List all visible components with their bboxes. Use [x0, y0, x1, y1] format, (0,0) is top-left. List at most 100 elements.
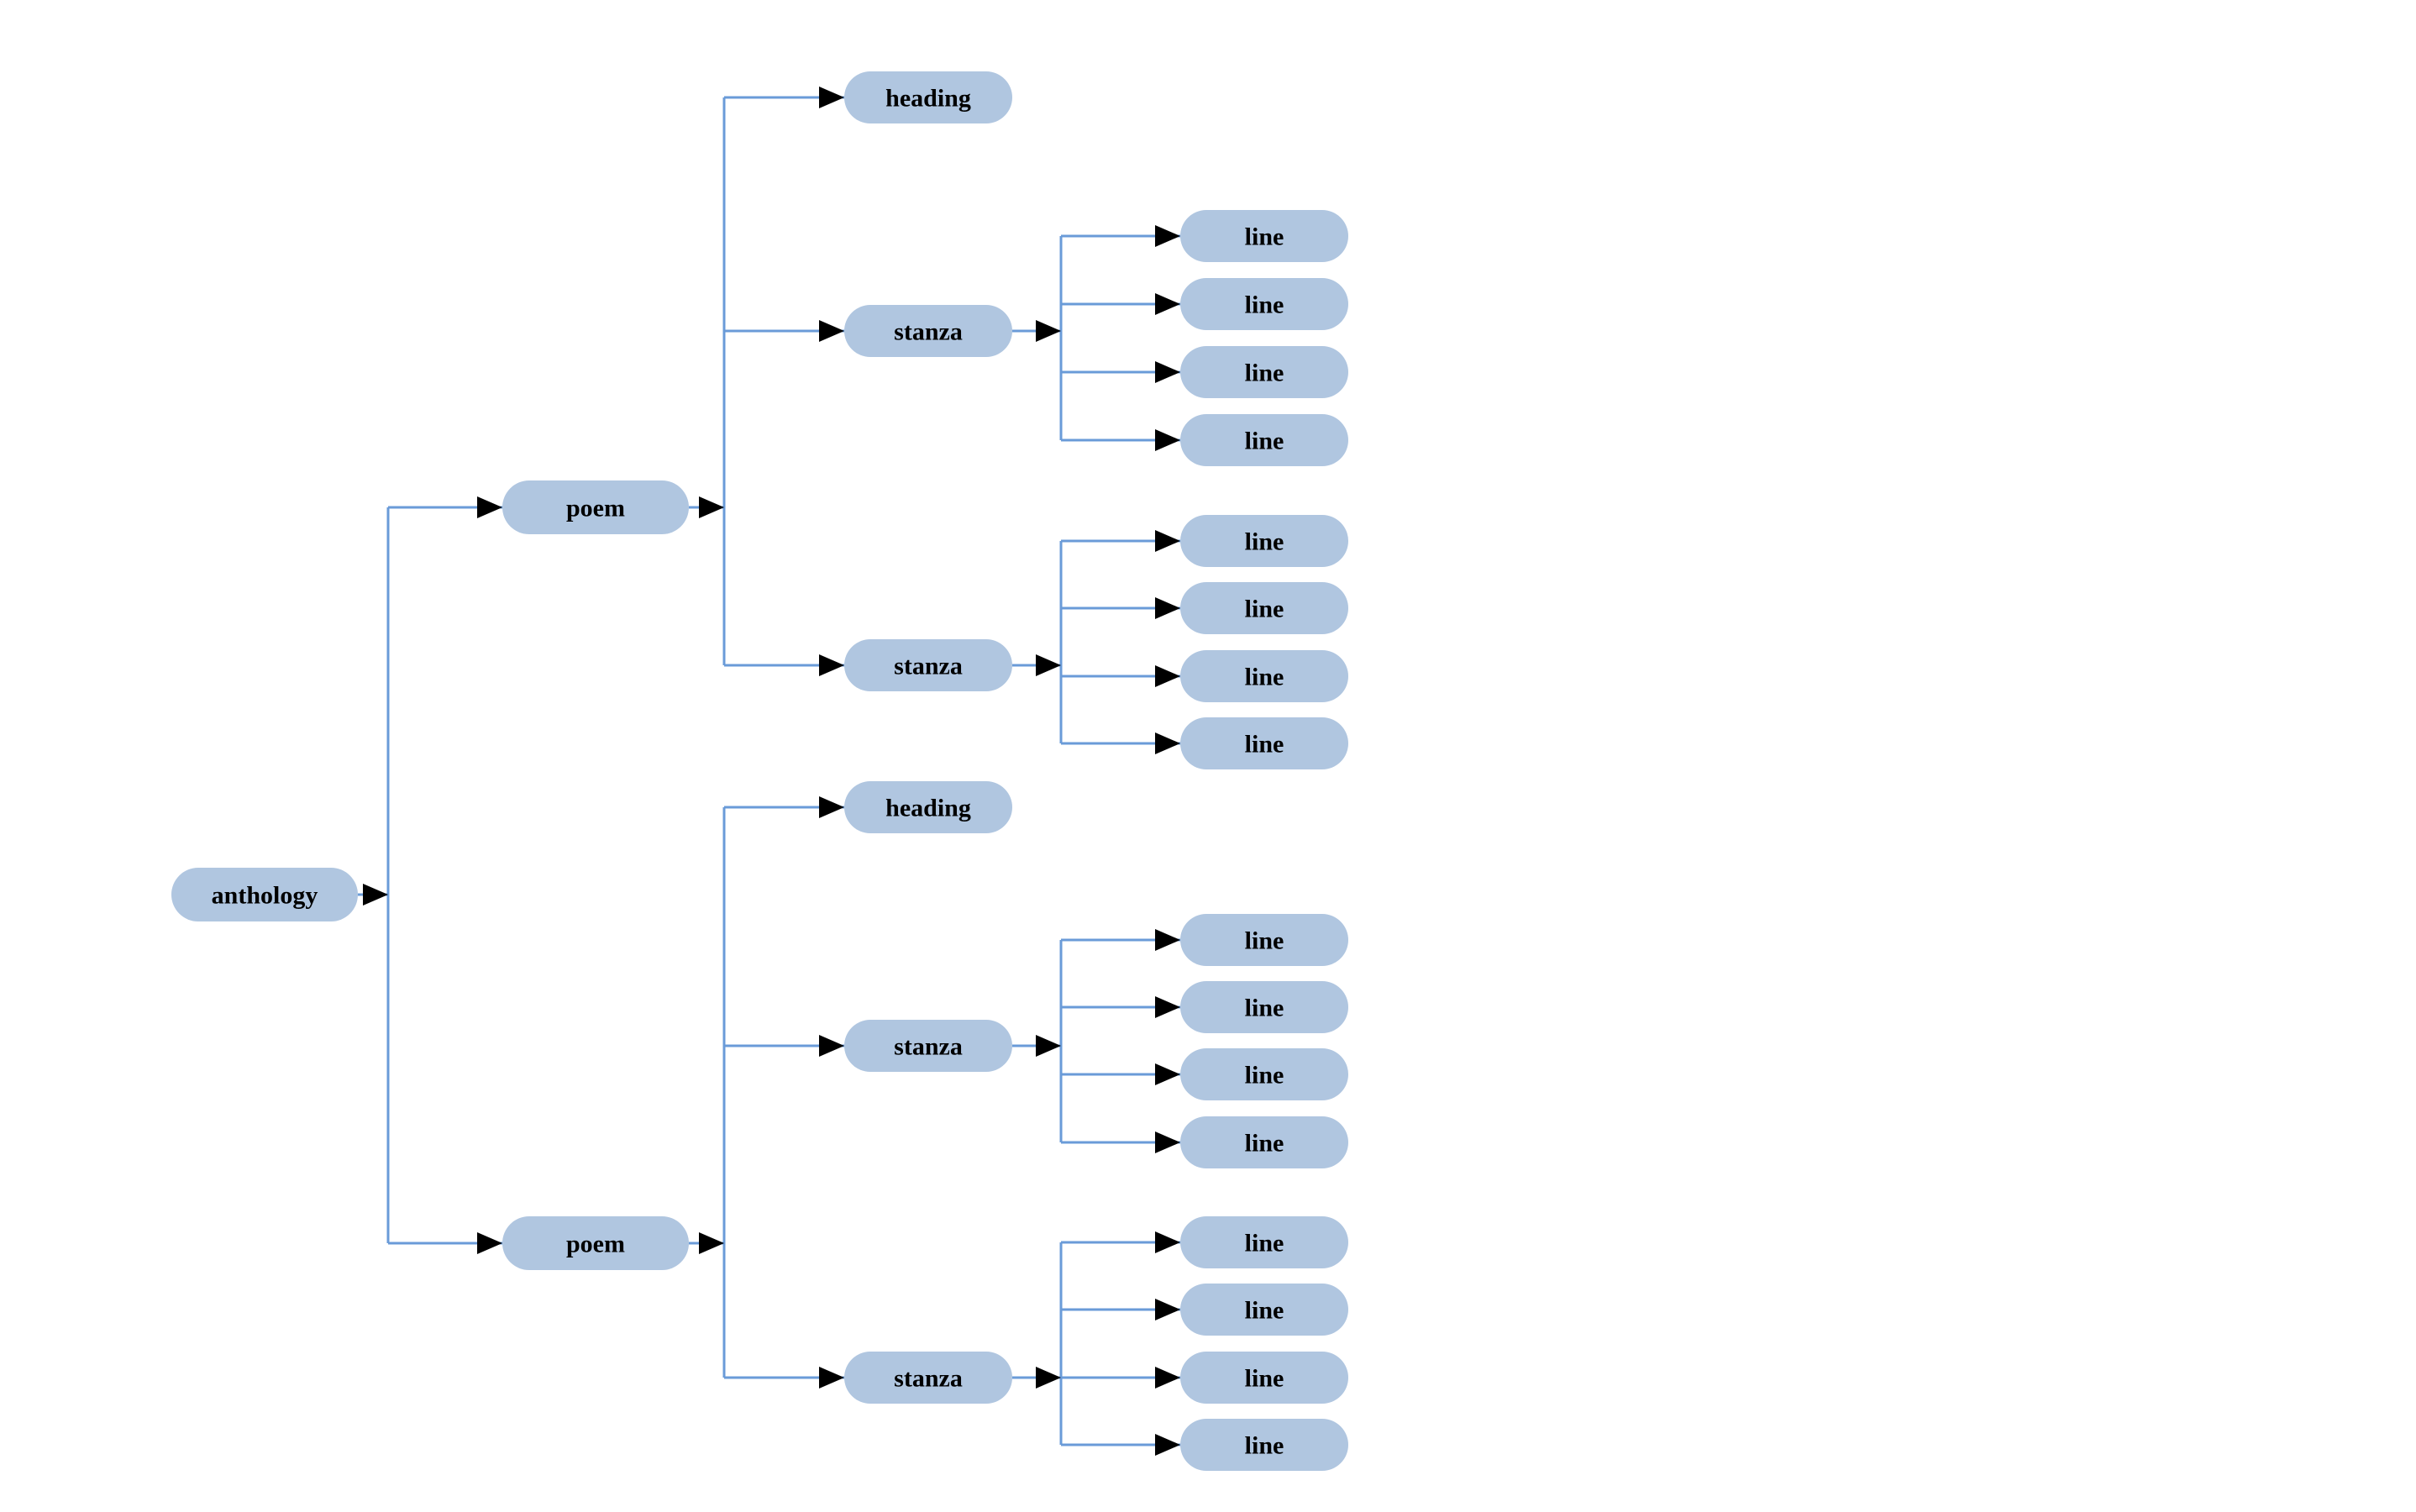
node-shape-p1-stanza1 — [844, 305, 1012, 357]
node-shape-p2-stanza2 — [844, 1352, 1012, 1404]
arrowhead-p2s2-line3 — [1155, 1367, 1180, 1389]
node-p2s1-line4[interactable]: line — [1180, 1116, 1348, 1168]
node-shape-p2s2-line3 — [1180, 1352, 1348, 1404]
arrowhead-trunk-p1-stanza1 — [1036, 320, 1061, 342]
arrowhead-p1s2-line4 — [1155, 732, 1180, 754]
arrowhead-p2s1-line3 — [1155, 1063, 1180, 1085]
node-label-poem2: poem — [566, 1231, 625, 1258]
node-label-p2s1-line2: line — [1245, 995, 1284, 1022]
arrowhead-p2s2-line1 — [1155, 1231, 1180, 1253]
node-shape-p1s2-line3 — [1180, 650, 1348, 702]
node-p2-heading[interactable]: heading — [844, 781, 1012, 833]
node-p1s2-line1[interactable]: line — [1180, 515, 1348, 567]
node-shape-p1s2-line2 — [1180, 582, 1348, 634]
arrowhead-p1s2-line1 — [1155, 530, 1180, 552]
arrowheads-layer — [363, 87, 1180, 1456]
node-label-p2s2-line2: line — [1245, 1297, 1284, 1325]
arrowhead-p2s1-line1 — [1155, 929, 1180, 951]
node-shape-p1s1-line3 — [1180, 346, 1348, 398]
node-shape-p1s1-line4 — [1180, 414, 1348, 466]
node-shape-p1s2-line1 — [1180, 515, 1348, 567]
node-label-p1s1-line4: line — [1245, 428, 1284, 455]
node-label-p1s2-line4: line — [1245, 731, 1284, 759]
node-p1-heading[interactable]: heading — [844, 71, 1012, 123]
node-shape-p2s1-line3 — [1180, 1048, 1348, 1100]
arrowhead-trunk-poem1 — [699, 496, 724, 518]
node-p2s2-line1[interactable]: line — [1180, 1216, 1348, 1268]
node-p1s1-line2[interactable]: line — [1180, 278, 1348, 330]
node-label-poem1: poem — [566, 495, 625, 522]
node-p2-stanza1[interactable]: stanza — [844, 1020, 1012, 1072]
node-p2s2-line4[interactable]: line — [1180, 1419, 1348, 1471]
node-p1s2-line3[interactable]: line — [1180, 650, 1348, 702]
node-label-p1s2-line1: line — [1245, 528, 1284, 556]
arrowhead-p2s1-line2 — [1155, 996, 1180, 1018]
node-anthology[interactable]: anthology — [171, 868, 358, 921]
node-p2s2-line3[interactable]: line — [1180, 1352, 1348, 1404]
node-p2s1-line2[interactable]: line — [1180, 981, 1348, 1033]
node-shape-p2s2-line4 — [1180, 1419, 1348, 1471]
node-label-p1-stanza2: stanza — [894, 653, 963, 680]
node-shape-p2-stanza1 — [844, 1020, 1012, 1072]
node-shape-p1s2-line4 — [1180, 717, 1348, 769]
node-p2-stanza2[interactable]: stanza — [844, 1352, 1012, 1404]
node-label-p1s1-line3: line — [1245, 360, 1284, 387]
node-p1s1-line3[interactable]: line — [1180, 346, 1348, 398]
node-shape-poem2 — [502, 1216, 689, 1270]
node-poem1[interactable]: poem — [502, 480, 689, 534]
node-shape-p2s2-line2 — [1180, 1284, 1348, 1336]
node-label-p2-heading: heading — [885, 795, 971, 822]
node-label-anthology: anthology — [212, 882, 318, 910]
arrowhead-p1s2-line3 — [1155, 665, 1180, 687]
arrowhead-p1s2-line2 — [1155, 597, 1180, 619]
node-p1-stanza1[interactable]: stanza — [844, 305, 1012, 357]
node-label-p1-stanza1: stanza — [894, 318, 963, 346]
node-shape-anthology — [171, 868, 358, 921]
arrowhead-trunk-poem2 — [699, 1232, 724, 1254]
node-p2s1-line3[interactable]: line — [1180, 1048, 1348, 1100]
node-label-p2s2-line3: line — [1245, 1365, 1284, 1393]
arrowhead-p2s1-line4 — [1155, 1131, 1180, 1153]
node-shape-p2s2-line1 — [1180, 1216, 1348, 1268]
node-p1s2-line2[interactable]: line — [1180, 582, 1348, 634]
arrowhead-poem1 — [477, 496, 502, 518]
node-label-p1s1-line1: line — [1245, 223, 1284, 251]
arrowhead-p1s1-line3 — [1155, 361, 1180, 383]
node-label-p1s1-line2: line — [1245, 291, 1284, 319]
arrowhead-p2-stanza1 — [819, 1035, 844, 1057]
node-label-p1-heading: heading — [885, 85, 971, 113]
node-p1-stanza2[interactable]: stanza — [844, 639, 1012, 691]
node-shape-p2-heading — [844, 781, 1012, 833]
node-poem2[interactable]: poem — [502, 1216, 689, 1270]
node-p1s1-line1[interactable]: line — [1180, 210, 1348, 262]
node-p1s2-line4[interactable]: line — [1180, 717, 1348, 769]
node-label-p2-stanza2: stanza — [894, 1365, 963, 1393]
node-p1s1-line4[interactable]: line — [1180, 414, 1348, 466]
arrowhead-p2-stanza2 — [819, 1367, 844, 1389]
arrowhead-trunk-p2-stanza1 — [1036, 1035, 1061, 1057]
node-shape-p1s1-line2 — [1180, 278, 1348, 330]
arrowhead-p2s2-line4 — [1155, 1434, 1180, 1456]
arrowhead-trunk-p1-stanza2 — [1036, 654, 1061, 676]
node-label-p2s1-line3: line — [1245, 1062, 1284, 1089]
node-p2s2-line2[interactable]: line — [1180, 1284, 1348, 1336]
arrowhead-trunk-p2-stanza2 — [1036, 1367, 1061, 1389]
node-label-p2s2-line1: line — [1245, 1230, 1284, 1257]
arrowhead-p1-heading — [819, 87, 844, 108]
node-p2s1-line1[interactable]: line — [1180, 914, 1348, 966]
arrowhead-poem2 — [477, 1232, 502, 1254]
node-label-p1s2-line2: line — [1245, 596, 1284, 623]
node-shape-p2s1-line2 — [1180, 981, 1348, 1033]
node-shape-p2s1-line4 — [1180, 1116, 1348, 1168]
arrowhead-p1s1-line2 — [1155, 293, 1180, 315]
arrowhead-p1-stanza1 — [819, 320, 844, 342]
node-label-p2s1-line4: line — [1245, 1130, 1284, 1158]
node-label-p2s2-line4: line — [1245, 1432, 1284, 1460]
node-shape-poem1 — [502, 480, 689, 534]
node-shape-p2s1-line1 — [1180, 914, 1348, 966]
node-shape-p1-heading — [844, 71, 1012, 123]
node-shape-p1-stanza2 — [844, 639, 1012, 691]
arrowhead-p2s2-line2 — [1155, 1299, 1180, 1320]
